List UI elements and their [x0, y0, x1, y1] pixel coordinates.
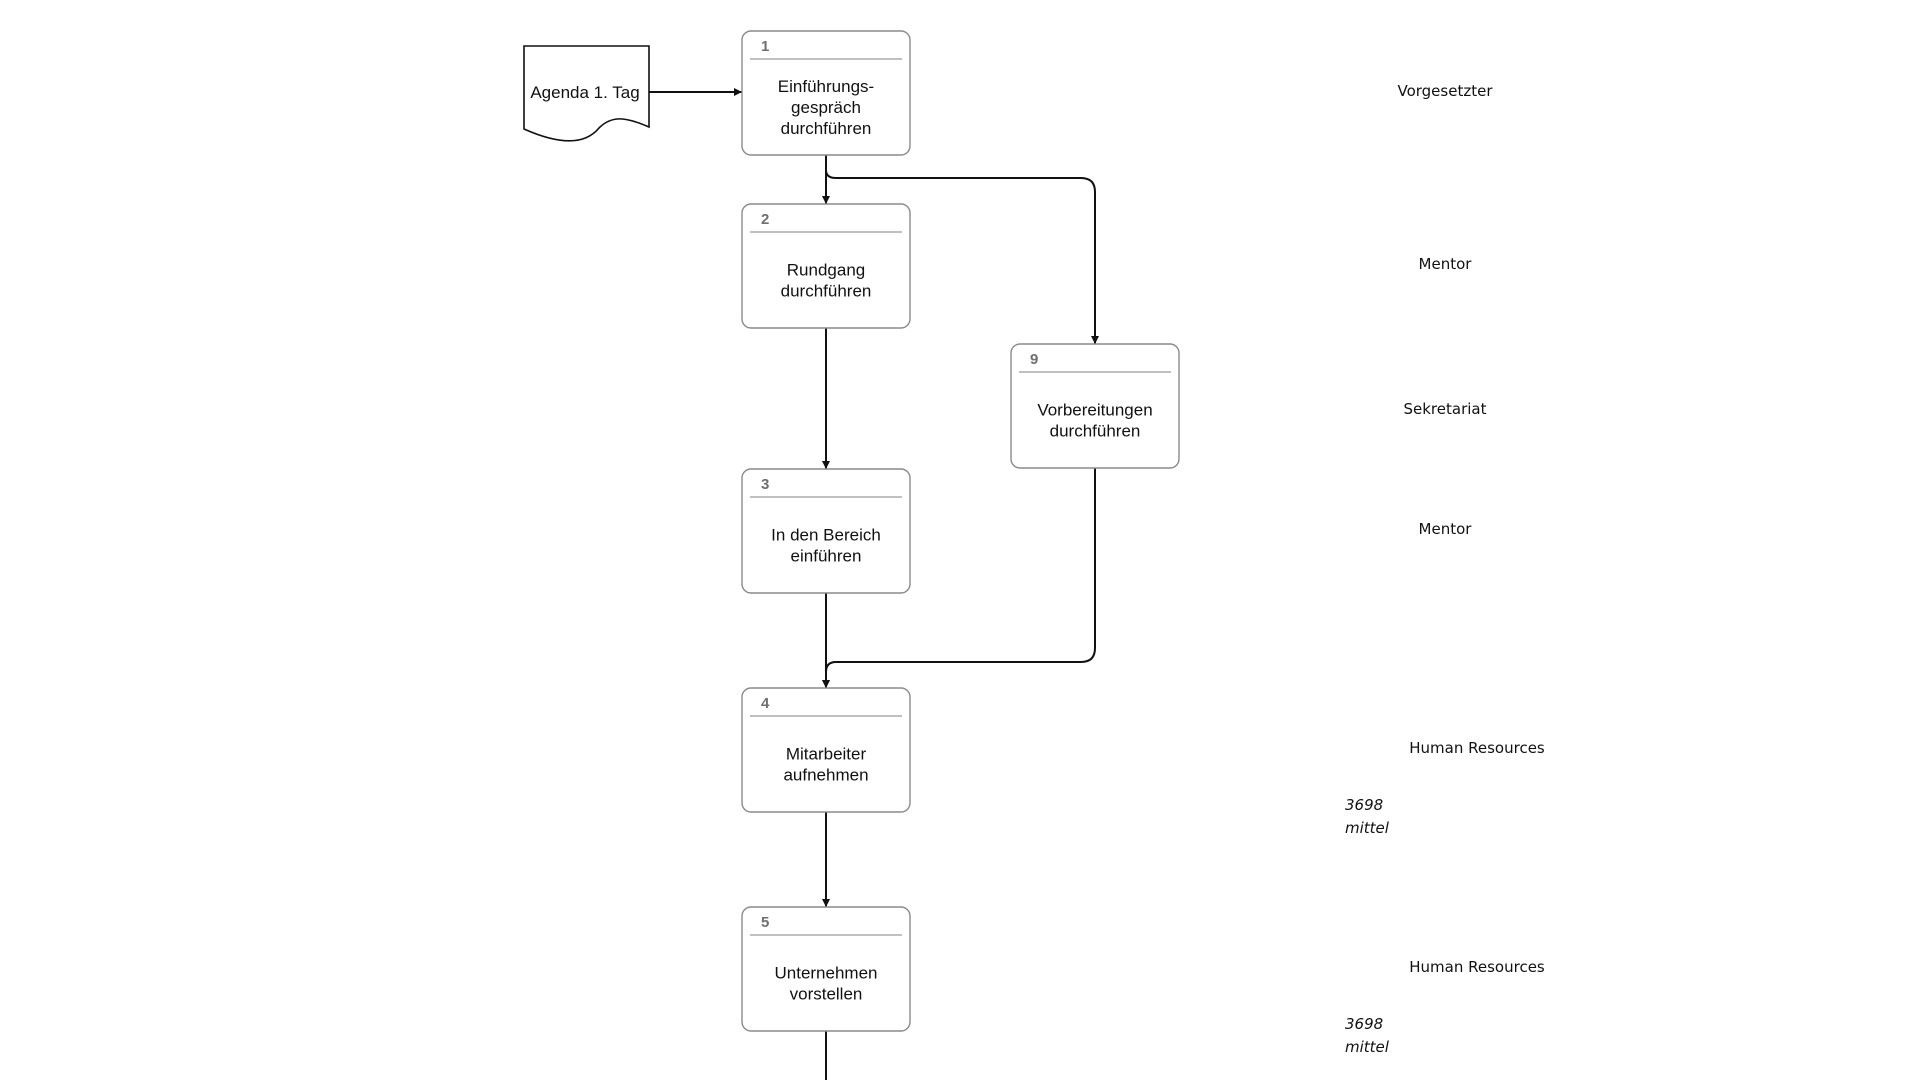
step-metric-value: 3698	[1345, 796, 1383, 814]
document-label: Agenda 1. Tag	[530, 83, 639, 102]
connector-step-9-to-step-4	[822, 468, 1096, 688]
step-label-line: aufnehmen	[783, 766, 868, 785]
step-box	[1010, 343, 1180, 469]
document-shape	[523, 45, 650, 142]
step-number: 9	[1030, 351, 1038, 368]
step-label-line: vorstellen	[790, 985, 863, 1004]
step-box	[741, 906, 911, 1032]
role-label: Vorgesetzter	[1397, 82, 1493, 100]
step-label-line: Rundgang	[787, 261, 865, 280]
connectors	[649, 88, 1099, 1080]
step-label-line: durchführen	[1050, 422, 1141, 441]
step-label-line: In den Bereich	[771, 526, 881, 545]
role-label: Sekretariat	[1404, 400, 1487, 418]
step-box	[741, 468, 911, 594]
step-box	[741, 687, 911, 813]
step-number: 3	[761, 476, 769, 493]
step-number: 2	[761, 211, 769, 228]
connector-step-1-to-step-9	[825, 155, 1099, 344]
step-metric-value: 3698	[1345, 1015, 1383, 1033]
step-box	[741, 203, 911, 329]
step-box	[741, 30, 911, 156]
step-label-line: Unternehmen	[774, 964, 877, 983]
step-number: 1	[761, 38, 769, 55]
process-step-3: 3 In den Bereich einführen	[741, 468, 911, 594]
step-label-line: Mitarbeiter	[786, 745, 867, 764]
step-label-line: gespräch	[791, 98, 861, 117]
step-metric-level: mittel	[1345, 1038, 1390, 1056]
step-number: 4	[761, 695, 770, 712]
step-label-line: Vorbereitungen	[1037, 401, 1152, 420]
role-label: Mentor	[1419, 255, 1473, 273]
step-metric-level: mittel	[1345, 819, 1390, 837]
role-label: Human Resources	[1409, 958, 1545, 976]
step-label-line: durchführen	[781, 119, 872, 138]
step-label-line: einführen	[791, 547, 862, 566]
agenda-document: Agenda 1. Tag	[523, 45, 650, 142]
step-label-line: Einführungs-	[778, 77, 874, 96]
step-label-line: durchführen	[781, 282, 872, 301]
step-number: 5	[761, 914, 769, 931]
role-label: Human Resources	[1409, 739, 1545, 757]
role-label: Mentor	[1419, 520, 1473, 538]
role-labels: VorgesetzterMentorSekretariatMentorHuman…	[1345, 82, 1545, 1056]
